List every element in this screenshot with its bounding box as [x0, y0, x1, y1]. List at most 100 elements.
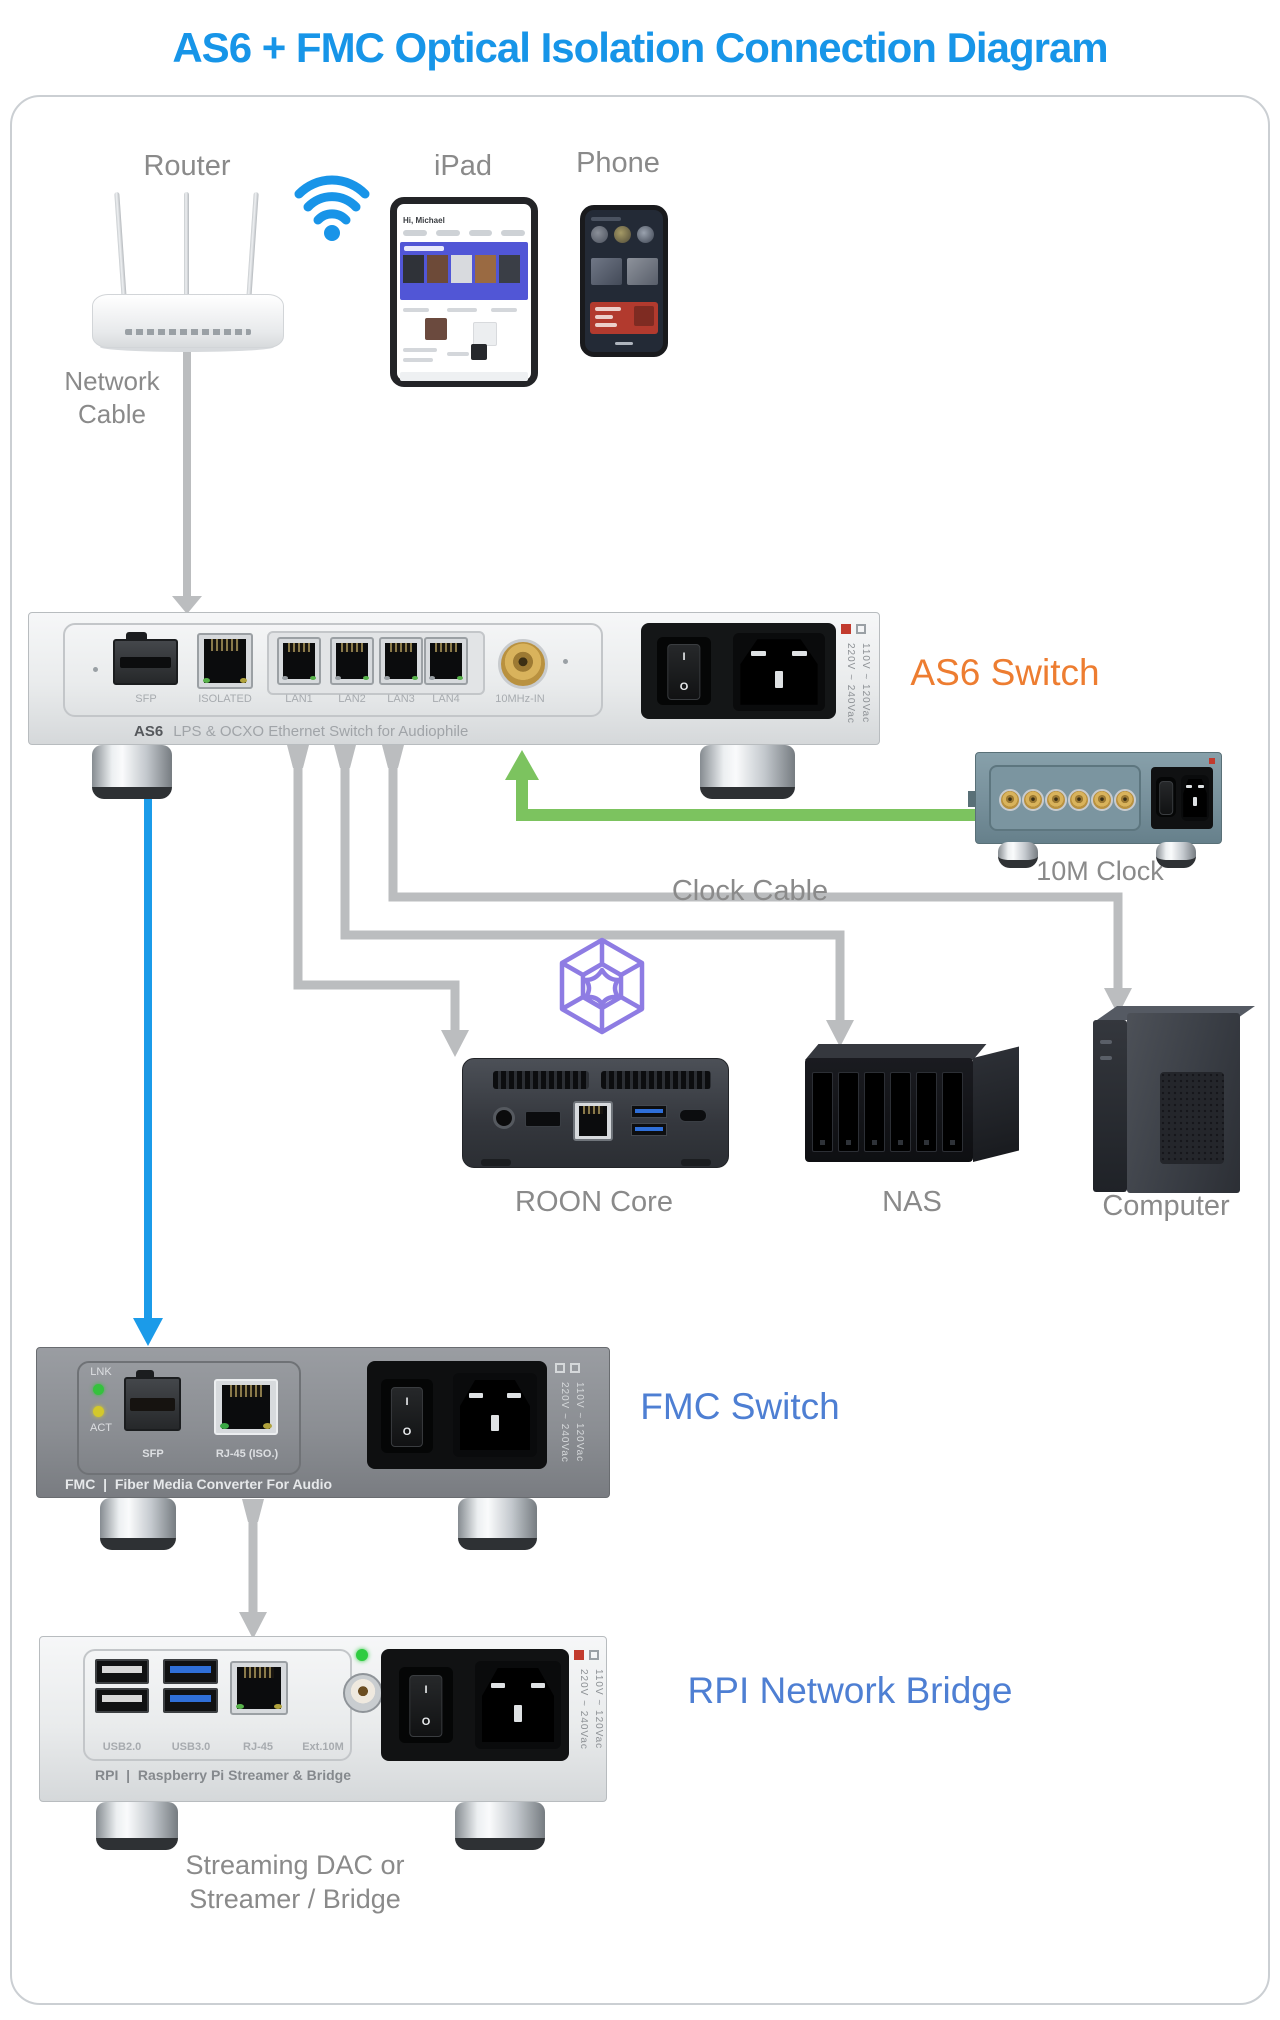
roon-logo-icon — [559, 937, 645, 1035]
clock-bnc-port — [1045, 789, 1067, 811]
as6-voltage-220: 220V ~ 240Vac — [845, 643, 856, 724]
nuc-usb3-port — [631, 1123, 667, 1136]
wifi-icon — [294, 175, 370, 241]
rpi-ext10m-bnc — [343, 1673, 383, 1713]
roon-core-label: ROON Core — [515, 1186, 673, 1218]
router-antenna — [184, 192, 189, 300]
rpi-foot — [455, 1802, 545, 1850]
as6-screw-dot — [93, 667, 98, 672]
clock-cable-label: Clock Cable — [671, 875, 829, 907]
rpi-usb2-label: USB2.0 — [102, 1741, 142, 1753]
clock-label: 10M Clock — [1036, 856, 1164, 886]
rpi-voltage-220: 220V ~ 240Vac — [578, 1669, 589, 1750]
fmc-lnk-label: LNK — [90, 1366, 112, 1378]
ipad-toolbar — [403, 230, 525, 236]
clock-iec-inlet — [1181, 775, 1209, 821]
as6-iec-inlet — [733, 633, 825, 711]
fmc-power-module: I O — [367, 1361, 547, 1469]
as6-front-panel — [63, 623, 603, 717]
lan3-cable-stub — [382, 745, 404, 768]
as6-isolated-label: ISOLATED — [198, 693, 252, 705]
rpi-power-module: I O — [381, 1649, 569, 1761]
nas-label: NAS — [882, 1186, 942, 1218]
nuc-dc-jack — [493, 1107, 515, 1129]
as6-lan2-label: LAN2 — [338, 693, 366, 705]
as6-lan4-label: LAN4 — [432, 693, 460, 705]
clock-indicator — [1209, 758, 1215, 764]
network-cable-arrow — [172, 350, 202, 614]
rpi-rj45-label: RJ-45 — [243, 1741, 273, 1753]
as6-voltage-220-mark — [841, 624, 851, 634]
ipad-transport-bar — [400, 372, 528, 381]
fmc-voltage-220: 220V ~ 240Vac — [559, 1382, 570, 1463]
clock-foot — [998, 842, 1038, 868]
rpi-usb2-port — [95, 1659, 149, 1684]
clock-device — [968, 752, 1222, 844]
fmc-power-switch: I O — [381, 1379, 433, 1453]
nuc-usbc-port — [679, 1109, 707, 1122]
nuc-hdmi-port — [525, 1111, 561, 1127]
router-leds — [125, 329, 251, 335]
fmc-sfp-port — [124, 1370, 181, 1431]
clock-bnc-port — [1022, 789, 1044, 811]
computer-label: Computer — [1102, 1190, 1230, 1222]
phone-label: Phone — [576, 147, 660, 179]
rpi-foot — [96, 1802, 178, 1850]
fmc-voltage-block: 110V ~ 120Vac 220V ~ 240Vac — [555, 1360, 585, 1502]
as6-lan2-port — [330, 637, 374, 685]
clock-output-panel — [989, 765, 1141, 831]
phone-artists — [591, 226, 654, 243]
as6-switch-label: AS6 Switch — [910, 652, 1100, 693]
as6-lan3-port — [379, 637, 423, 685]
as6-screw-dot — [563, 659, 568, 664]
rpi-usb3-port — [163, 1659, 218, 1684]
lan-cable-to-roon — [293, 760, 469, 1057]
clock-cable-arrow — [505, 750, 985, 821]
as6-voltage-110-mark — [856, 624, 866, 634]
fmc-rj45-label: RJ-45 (ISO.) — [215, 1448, 279, 1460]
as6-isolated-port — [197, 633, 253, 689]
fmc-caption: FMC | Fiber Media Converter For Audio — [65, 1476, 333, 1492]
phone-now-playing — [590, 302, 658, 334]
lan2-cable-stub — [334, 745, 356, 768]
fmc-switch-label: FMC Switch — [640, 1386, 840, 1427]
clock-bnc-port — [999, 789, 1021, 811]
fmc-act-label: ACT — [90, 1422, 112, 1434]
fmc-rj45-port — [214, 1379, 278, 1435]
as6-power-module: I O — [641, 623, 836, 719]
clock-input-nub — [968, 791, 976, 807]
as6-power-switch: I O — [657, 637, 711, 705]
fmc-act-led — [93, 1406, 104, 1417]
ipad-banner — [400, 242, 528, 300]
ipad-library-grid — [403, 308, 525, 366]
nuc-foot — [481, 1159, 511, 1166]
as6-lan4-port — [424, 637, 468, 685]
rpi-caption: RPI | Raspberry Pi Streamer & Bridge — [95, 1767, 352, 1783]
phone-home-bar — [615, 342, 633, 345]
phone-device — [580, 205, 668, 357]
fmc-voltage-110: 110V ~ 120Vac — [574, 1382, 585, 1463]
router-label: Router — [143, 150, 231, 182]
rpi-ext10m-label: Ext.10M — [302, 1741, 344, 1753]
fmc-iec-inlet — [453, 1373, 537, 1457]
fmc-voltage-220-mark — [555, 1363, 565, 1373]
as6-voltage-110: 110V ~ 120Vac — [860, 643, 871, 724]
lan-cable-to-computer — [388, 760, 1132, 1015]
as6-switch-device: SFP ISOLATED LAN1 LAN2 — [28, 612, 880, 745]
clock-bnc-port — [1114, 789, 1136, 811]
as6-10mhz-in-label: 10MHz-IN — [495, 693, 545, 705]
rpi-rj45-port — [230, 1661, 288, 1715]
network-cable-label: Network Cable — [64, 366, 160, 429]
as6-sfp-port — [113, 632, 178, 685]
rpi-ext10m-led — [356, 1649, 368, 1661]
rpi-usb3-label: USB3.0 — [171, 1741, 211, 1753]
rpi-voltage-110-mark — [589, 1650, 599, 1660]
nuc-vent — [493, 1071, 589, 1089]
lan1-cable-stub — [287, 745, 309, 768]
fmc-switch-device: LNK ACT SFP RJ-45 (ISO.) FMC | Fiber Med… — [36, 1347, 610, 1498]
clock-power-module — [1151, 767, 1213, 829]
as6-sfp-label: SFP — [135, 693, 157, 705]
